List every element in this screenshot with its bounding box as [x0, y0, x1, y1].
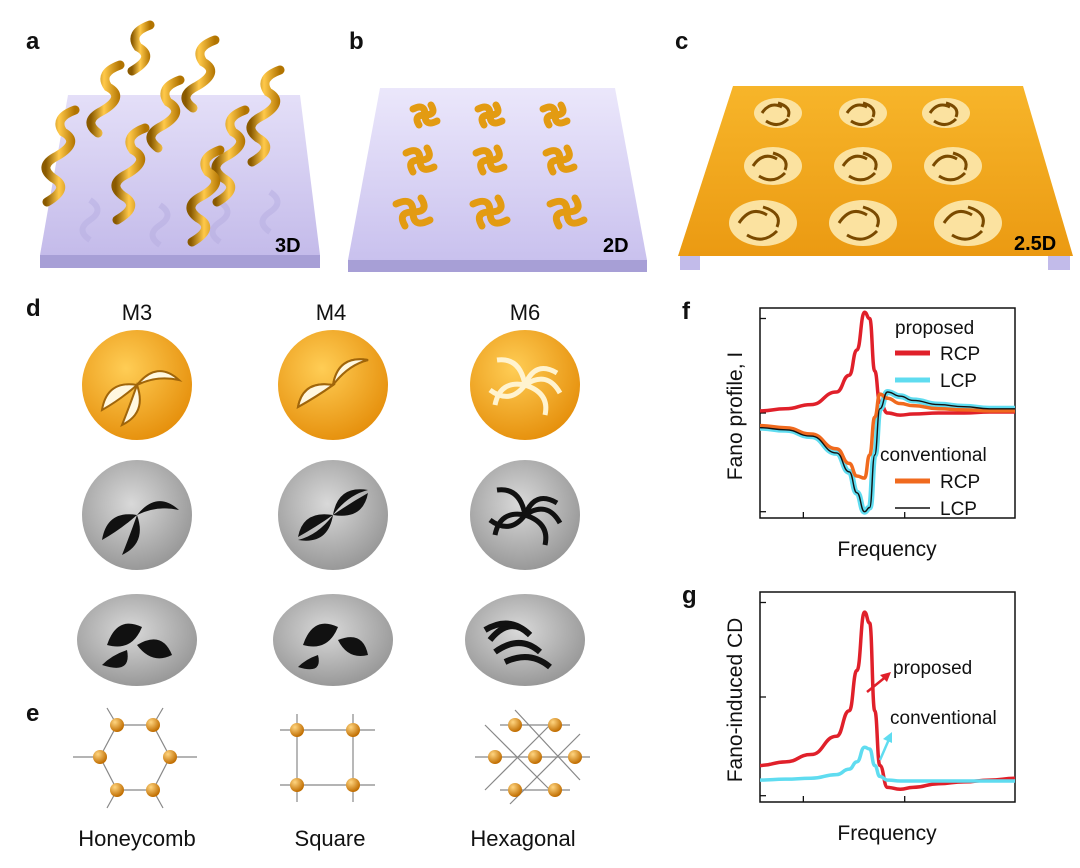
chart-g-series: [759, 610, 1016, 791]
panel-b-2d-array: 2D: [348, 88, 647, 272]
panel-label-c: c: [675, 28, 689, 55]
column-label-m3: M3: [121, 300, 153, 325]
chart-g-arrowhead-proposed: [880, 672, 891, 682]
chart-f-fano-profile: Fano profile, I Frequency proposed RCP L…: [724, 307, 1016, 561]
column-label-m4: M4: [315, 300, 347, 325]
panel-label-e: e: [26, 700, 40, 727]
chart-f-legend-header-conventional: conventional: [880, 445, 987, 466]
panel-c-2p5d-film: 2.5D: [678, 86, 1073, 270]
chart-g-ticks: [760, 601, 906, 802]
panel-label-f: f: [682, 298, 690, 325]
chart-f-ylabel: Fano profile, I: [724, 352, 747, 480]
chart-g-series-proposed: [759, 610, 1016, 791]
chart-f-legend-header-proposed: proposed: [895, 318, 974, 339]
chart-g-arrowhead-conventional: [883, 732, 892, 743]
chart-g-ylabel: Fano-induced CD: [724, 618, 747, 783]
lattice-label-square: Square: [294, 826, 366, 851]
chart-f-xlabel: Frequency: [837, 538, 937, 561]
chart-f-legend-lcp-proposed: LCP: [940, 371, 977, 392]
panel-label-a: a: [26, 28, 40, 55]
panel-label-d: d: [26, 295, 41, 322]
panel-b-tag: 2D: [603, 235, 629, 257]
chart-f-ticks: [760, 317, 906, 518]
chart-f-legend-lcp-conventional: LCP: [940, 499, 977, 520]
chart-g-xlabel: Frequency: [837, 822, 937, 845]
chart-g-fano-cd: Fano-induced CD Frequency proposed conve…: [724, 591, 1016, 845]
column-label-m6: M6: [509, 300, 541, 325]
chart-g-annotation-conventional: conventional: [890, 708, 997, 729]
panel-label-g: g: [682, 582, 697, 609]
panel-a-tag: 3D: [275, 235, 301, 257]
panel-a-3d-helix-array: 3D: [40, 20, 320, 268]
chart-g-annotation-proposed: proposed: [893, 658, 972, 679]
chart-f-series-lcp-conventional: [759, 391, 1015, 513]
panel-d-unit-cells: [77, 330, 585, 686]
panel-label-b: b: [349, 28, 364, 55]
lattice-label-honeycomb: Honeycomb: [78, 826, 196, 851]
panel-c-tag: 2.5D: [1014, 233, 1056, 255]
chart-g-frame: [759, 591, 1016, 803]
chart-f-series-rcp-conventional: [759, 392, 1015, 480]
lattice-label-hexagonal: Hexagonal: [470, 826, 576, 851]
chart-g-series-conventional: [759, 745, 1015, 783]
chart-f-series-rcp-proposed: [759, 310, 1015, 417]
panel-e-lattices: [73, 707, 590, 809]
chart-f-legend-rcp-conventional: RCP: [940, 472, 980, 493]
chart-f-legend-rcp-proposed: RCP: [940, 344, 980, 365]
chart-f-series: [759, 310, 1015, 515]
